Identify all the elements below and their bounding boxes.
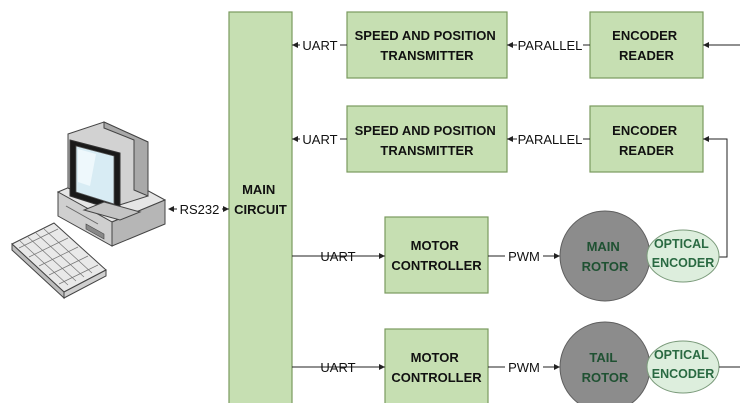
speed-position-transmitter-2 (347, 106, 507, 172)
uart-label-4: UART (320, 360, 355, 375)
row-2: SPEED AND POSITION TRANSMITTER ENCODER R… (292, 106, 727, 257)
row-1: SPEED AND POSITION TRANSMITTER ENCODER R… (292, 12, 740, 78)
rs232-label: RS232 (180, 202, 220, 217)
main-rotor (560, 211, 650, 301)
rs232-arrow-right (223, 206, 229, 212)
uart-label-3: UART (320, 249, 355, 264)
uart-label-2: UART (302, 132, 337, 147)
encoder-reader-1 (590, 12, 703, 78)
pwm-label-1: PWM (508, 249, 540, 264)
computer-icon (12, 122, 165, 298)
speed-position-transmitter-1 (347, 12, 507, 78)
row-4: MOTOR CONTROLLER UART PWM TAIL ROTOR OPT… (292, 322, 740, 403)
rs232-arrow-left (168, 206, 174, 212)
uart-label-1: UART (302, 38, 337, 53)
motor-controller-2 (385, 329, 488, 403)
parallel-label-1: PARALLEL (518, 38, 583, 53)
parallel-label-2: PARALLEL (518, 132, 583, 147)
encoder-reader-2 (590, 106, 703, 172)
row-3: MOTOR CONTROLLER UART PWM MAIN ROTOR OPT… (292, 211, 719, 301)
motor-controller-1 (385, 217, 488, 293)
pwm-label-2: PWM (508, 360, 540, 375)
